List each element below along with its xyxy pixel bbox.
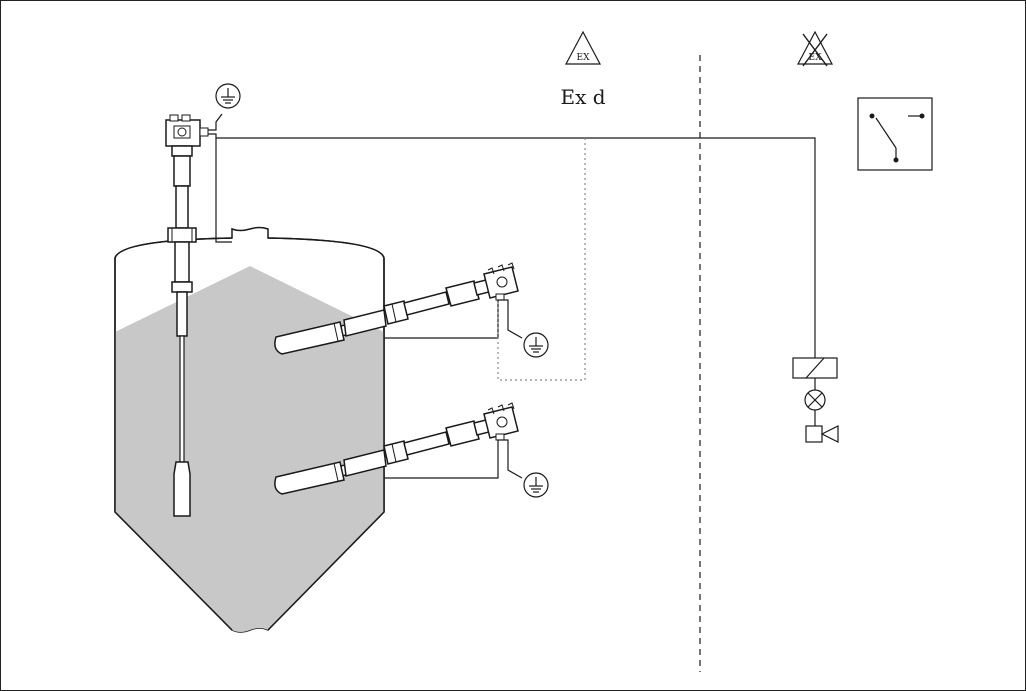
lower-sensor-ground-line <box>384 439 523 479</box>
ex-safe-symbol: EX <box>809 53 823 63</box>
wiring <box>208 113 816 479</box>
ground-icon <box>523 332 549 358</box>
hazardous-zone-label: Ex d <box>560 85 605 109</box>
side-sensor-upper <box>274 262 519 355</box>
upper-sensor-ground-line <box>384 299 523 339</box>
ex-safe-crossed-icon: EX <box>797 30 833 67</box>
horn-icon <box>805 425 839 443</box>
tank-ground-line <box>215 138 232 243</box>
ground-icon <box>215 83 241 109</box>
switch-icon <box>857 97 933 171</box>
vertical-level-probe <box>165 114 209 517</box>
relay-coil-icon <box>792 357 838 390</box>
probe-weight <box>173 461 191 517</box>
ex-hazardous-symbol: EX <box>577 53 591 63</box>
side-sensor-lower <box>274 402 519 495</box>
signal-lamp-icon <box>804 389 826 426</box>
tank <box>114 226 385 633</box>
ground-icon <box>523 472 549 498</box>
probe-ground-line <box>208 113 223 131</box>
exd-zone-boundary <box>497 138 586 381</box>
ex-hazardous-icon: EX <box>565 30 601 65</box>
probe-rod <box>179 335 185 463</box>
